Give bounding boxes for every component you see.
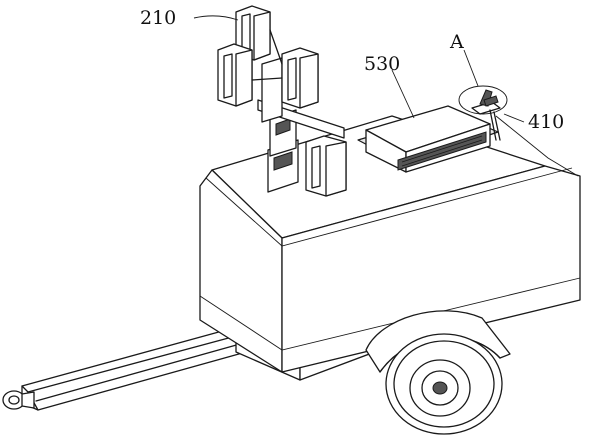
lamp-head-right (281, 47, 319, 109)
wheel (385, 333, 503, 435)
label-410: 410 (528, 111, 564, 133)
leader-530 (391, 69, 415, 119)
cable (495, 115, 579, 177)
switch-assembly (471, 89, 501, 141)
tow-ring (2, 390, 35, 410)
label-210: 210 (140, 7, 176, 29)
label-A: A (449, 31, 464, 53)
lamp-head-left (217, 43, 253, 107)
leader-410 (503, 113, 525, 123)
vent-grille (397, 131, 487, 171)
label-530: 530 (364, 53, 400, 75)
lamp-head-lower (305, 135, 347, 197)
detail-circle (458, 85, 508, 115)
control-box (357, 105, 499, 173)
enclosure-front (199, 169, 283, 373)
leader-210 (193, 15, 239, 21)
drawbar (21, 329, 247, 411)
leader-A (463, 49, 479, 87)
light-tower (217, 5, 347, 197)
